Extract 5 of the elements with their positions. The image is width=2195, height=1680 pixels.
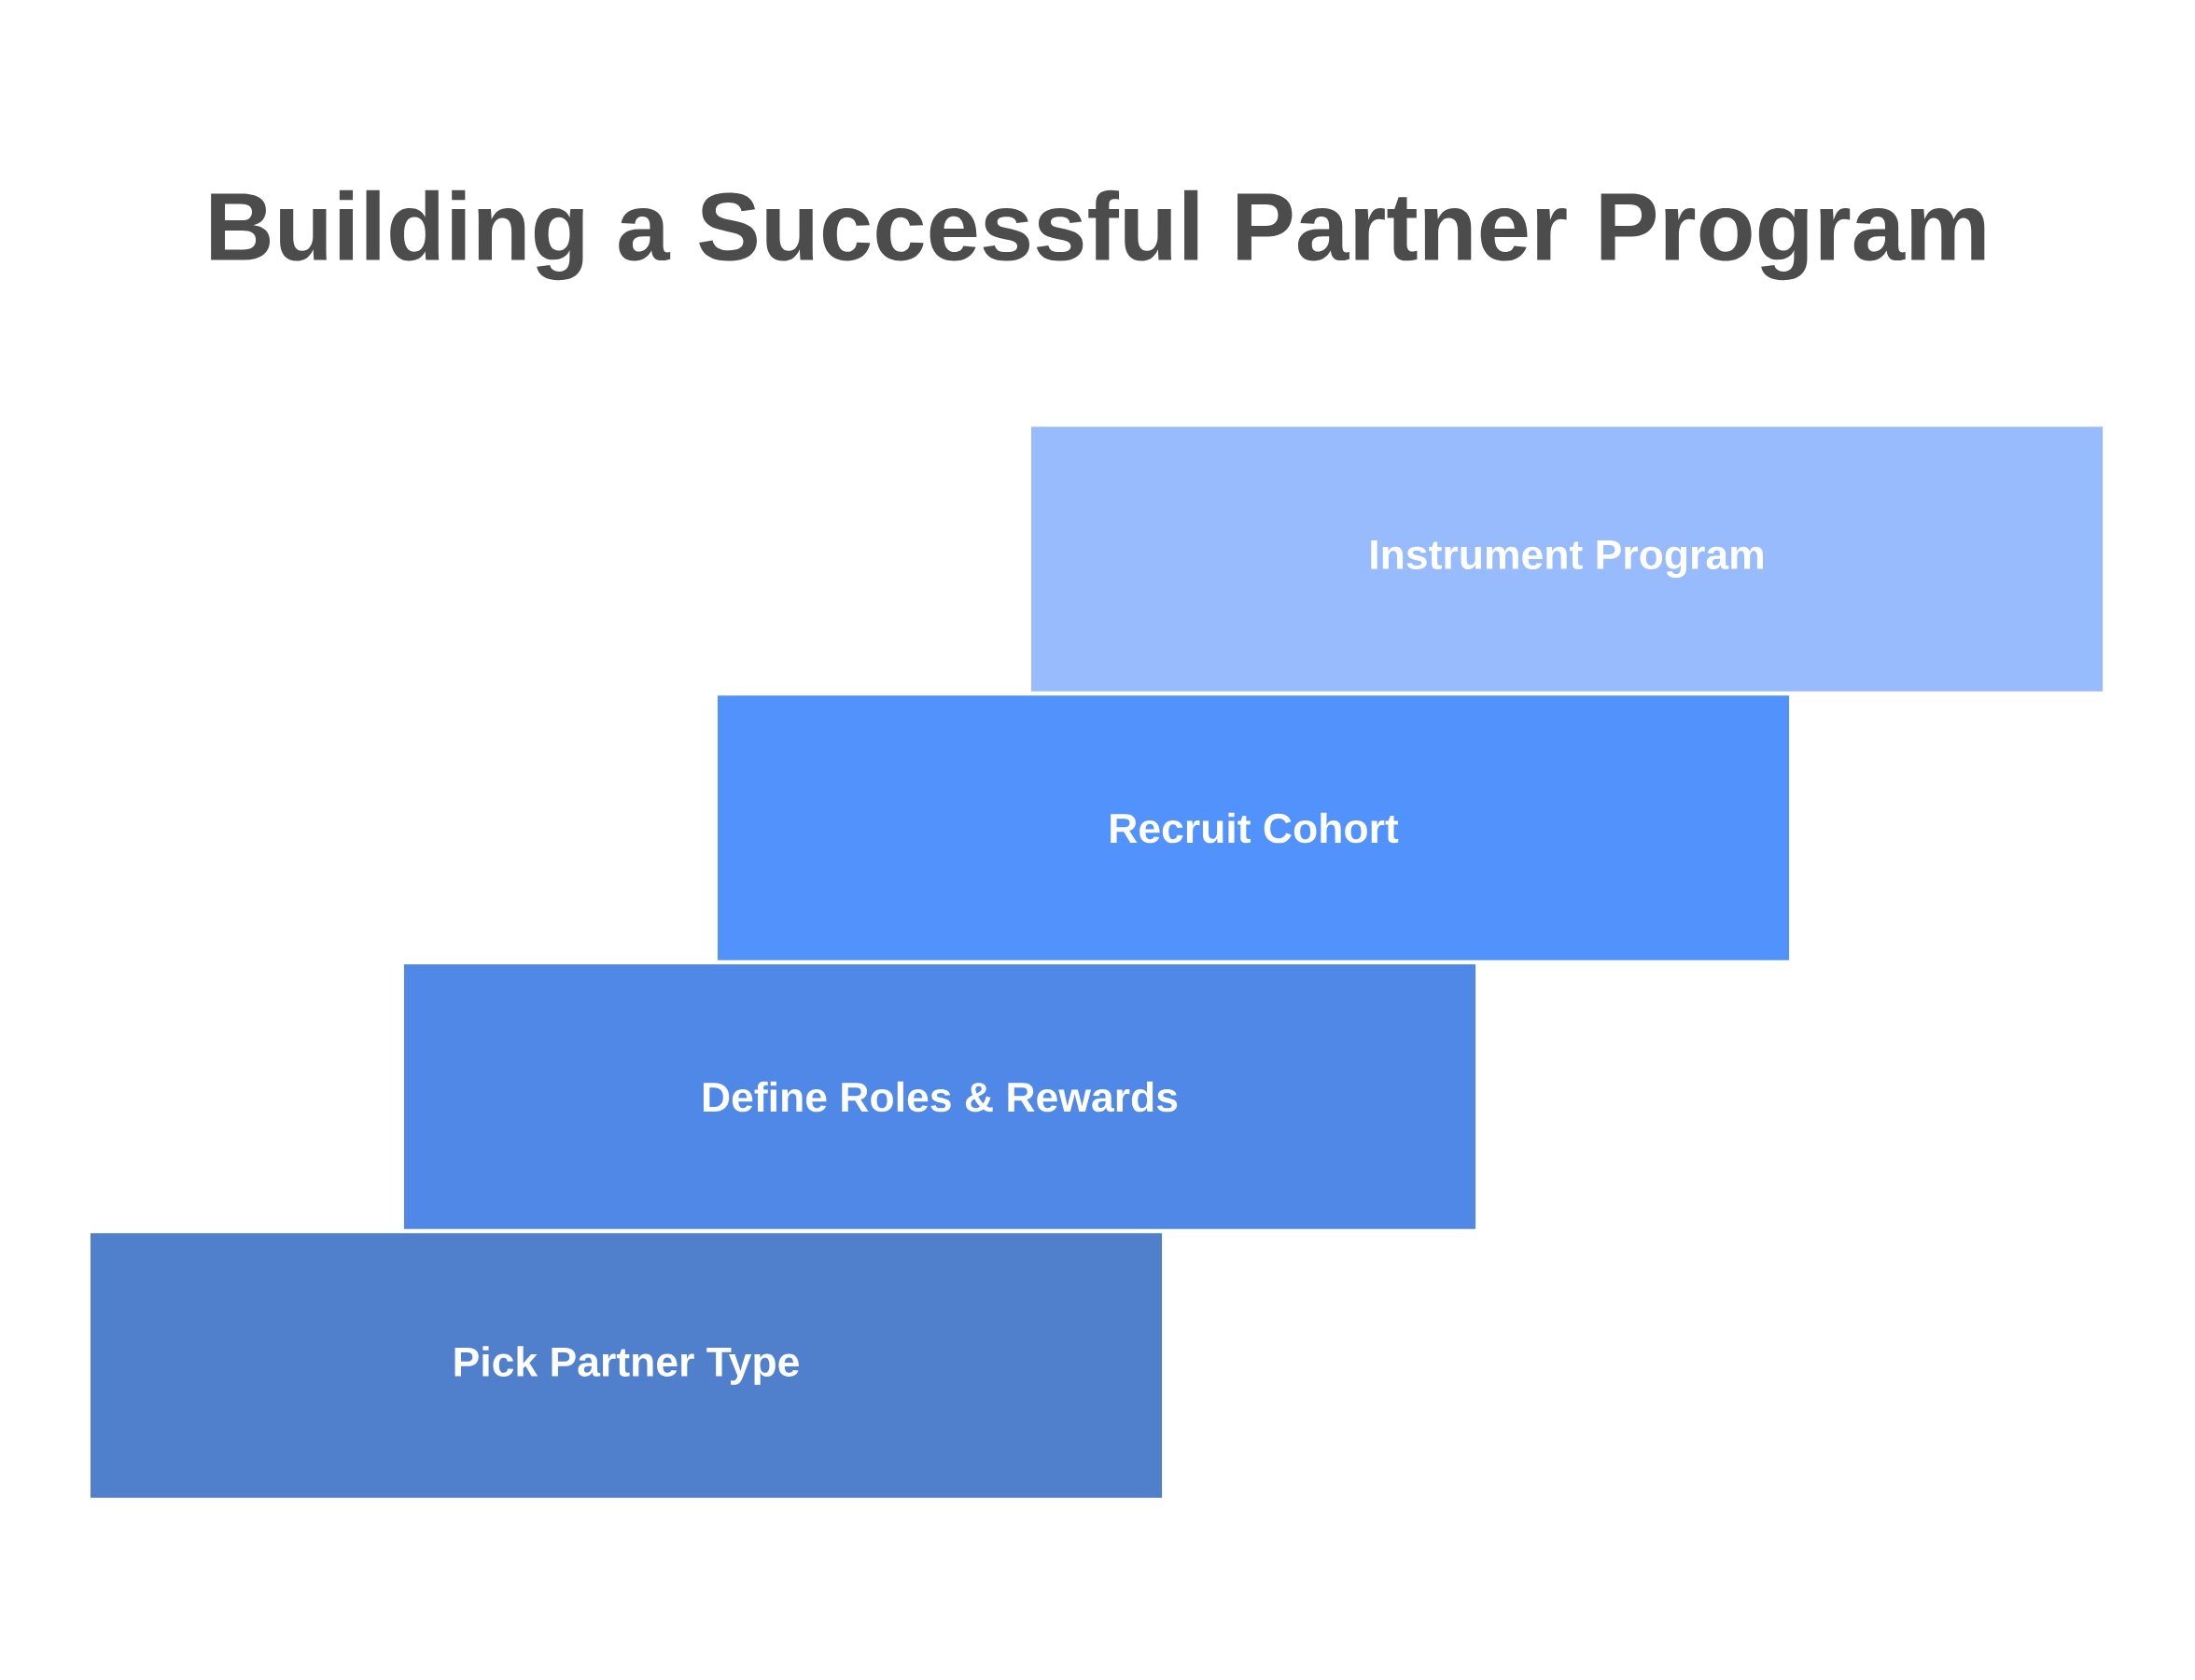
title: Building a Successful Partner Program xyxy=(211,189,1985,281)
step-box: Recruit Cohort xyxy=(717,695,1790,960)
step-box: Instrument Program xyxy=(1030,427,2104,692)
step-box: Pick Partner Type xyxy=(90,1233,1163,1498)
step-box: Define Roles & Rewards xyxy=(403,964,1476,1229)
